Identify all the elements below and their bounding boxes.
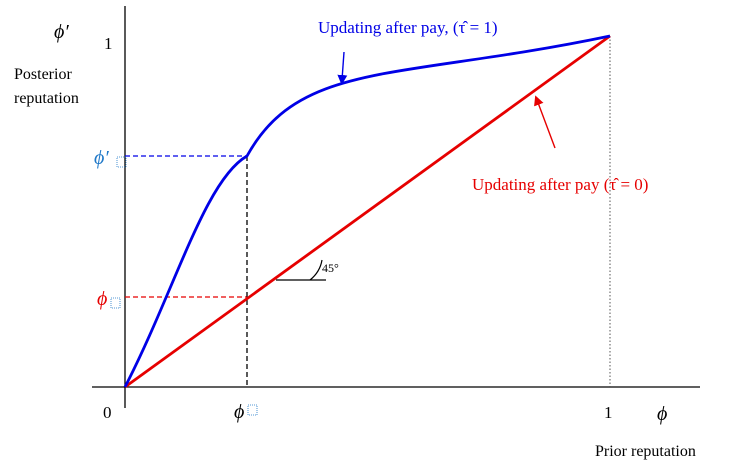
y-marker-lower-label: ϕ [97, 288, 107, 310]
origin-label: 0 [103, 403, 112, 422]
x-axis-symbol: ϕ [657, 403, 667, 425]
y-marker-lower-subscript-box [110, 297, 121, 309]
y-axis-title-line1: Posterior [14, 66, 72, 83]
red-45-degree-line [124, 34, 611, 389]
y-tick-one: 1 [104, 34, 113, 53]
x-axis-title: Prior reputation [595, 443, 696, 460]
blue-curve-label: Updating after pay, (τ̂ = 1) [318, 18, 498, 37]
angle-arc [309, 259, 323, 281]
blue-annotation-arrow [337, 51, 348, 85]
y-axis-symbol: ϕ′ [54, 21, 69, 43]
blue-updating-curve [123, 34, 611, 388]
x-marker-label: ϕ [234, 401, 244, 423]
y-marker-upper-subscript-box [116, 156, 127, 168]
red-annotation-arrow [534, 95, 556, 149]
red-line-label: Updating after pay (τ̂ = 0) [472, 175, 648, 194]
x-tick-one: 1 [604, 403, 613, 422]
y-marker-upper-label: ϕ′ [94, 147, 109, 169]
y-axis-title-line2: reputation [14, 90, 79, 107]
angle-label: 45° [322, 261, 339, 275]
x-marker-subscript-box [247, 404, 258, 416]
